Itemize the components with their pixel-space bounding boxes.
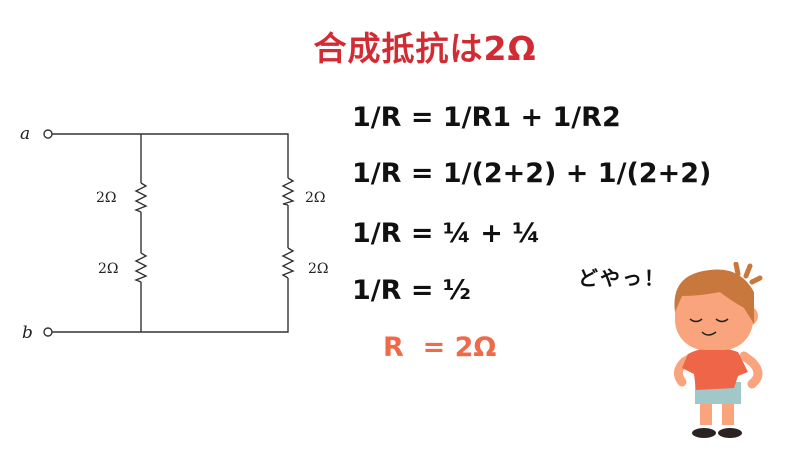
- resistor-right-top: [281, 177, 295, 206]
- resistor-label: 2Ω: [96, 190, 117, 206]
- terminal-b-label: b: [22, 323, 33, 343]
- terminal-a-label: a: [20, 124, 30, 144]
- resistor-left-top: [134, 182, 148, 213]
- wire-bottom: [52, 278, 289, 333]
- terminal-b-node: [43, 327, 53, 337]
- equation-line: 1/R = 1/R1 + 1/R2: [352, 102, 621, 133]
- resistor-right-bottom: [281, 247, 295, 279]
- circuit-diagram: a b 2Ω 2Ω 2Ω 2Ω: [20, 124, 329, 343]
- page-title: 合成抵抗は2Ω: [313, 29, 537, 68]
- resistor-label: 2Ω: [308, 261, 329, 277]
- resistor-left-bottom: [134, 252, 148, 283]
- equation-line: 1/R = ¼ + ¼: [352, 218, 541, 249]
- wire-top: [52, 133, 289, 178]
- resistor-label: 2Ω: [305, 190, 326, 206]
- equation-line: 1/R = ½: [352, 275, 471, 306]
- terminal-a-node: [43, 129, 53, 139]
- boy-illustration: [674, 262, 763, 438]
- result-equation: R = 2Ω: [383, 332, 497, 363]
- resistor-label: 2Ω: [98, 261, 119, 277]
- speech-text: どやっ！: [578, 266, 666, 290]
- equation-line: 1/R = 1/(2+2) + 1/(2+2): [352, 158, 712, 189]
